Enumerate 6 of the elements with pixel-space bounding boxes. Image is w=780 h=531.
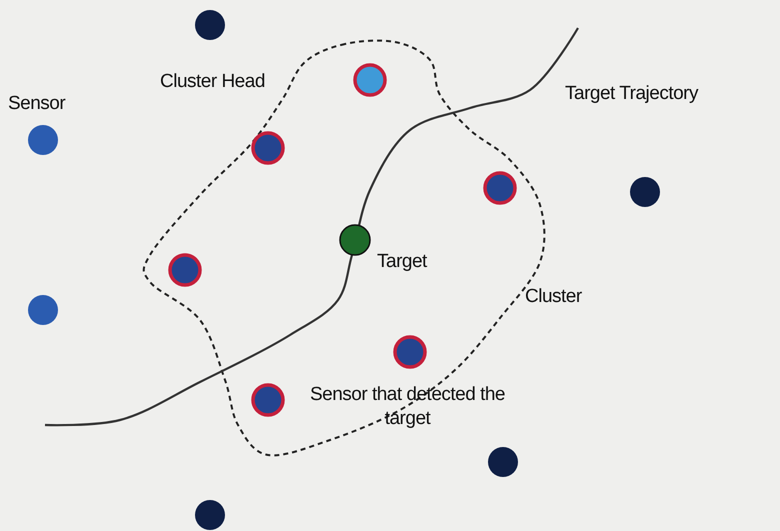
label-text: Sensor bbox=[8, 92, 66, 116]
label-text: Target bbox=[377, 250, 427, 274]
label-text: Cluster bbox=[525, 285, 582, 309]
label-text: Target Trajectory bbox=[565, 82, 698, 106]
label-text: Sensor that detected the target bbox=[308, 383, 506, 430]
label-text: Cluster Head bbox=[160, 70, 265, 94]
